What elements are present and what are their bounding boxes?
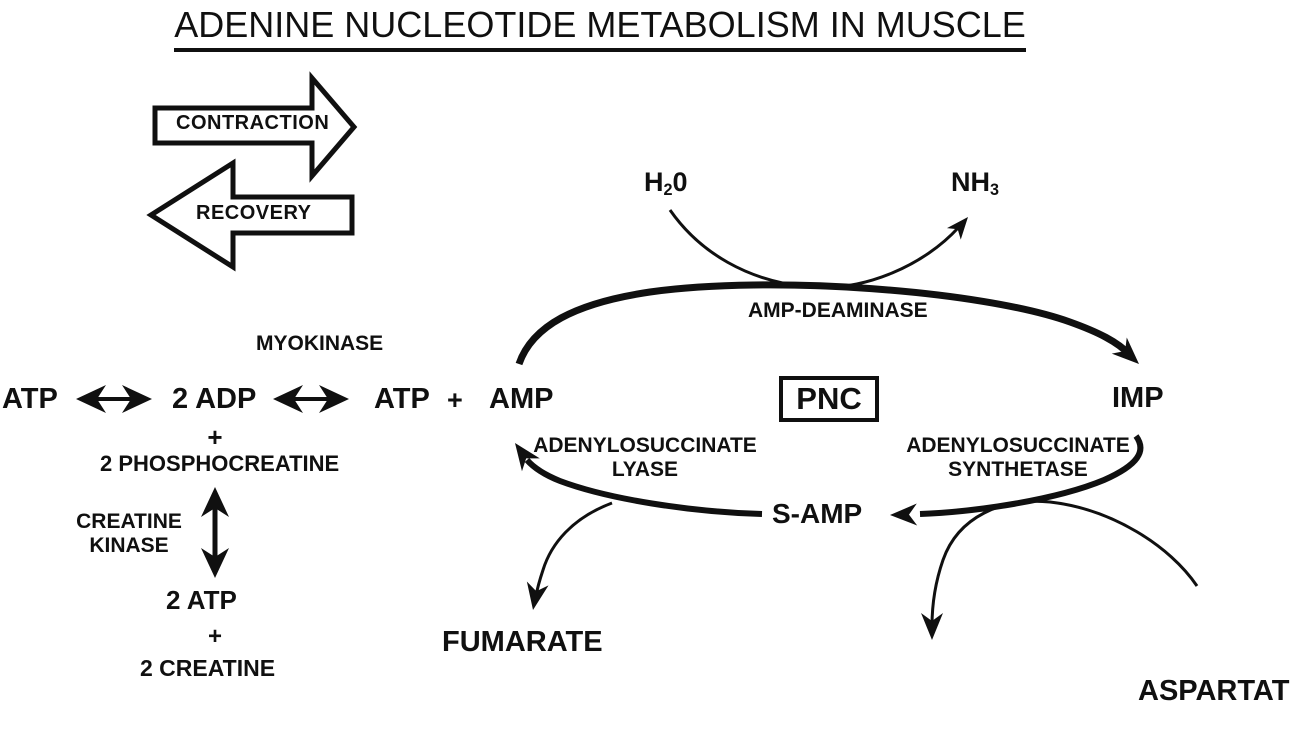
amp-label: AMP xyxy=(489,383,554,415)
aspartate-gdp-curve xyxy=(930,499,1199,627)
fumarate-curve xyxy=(534,501,613,597)
atp-left-label: ATP xyxy=(2,383,58,415)
page-title: ADENINE NUCLEOTIDE METABOLISM IN MUSCLE xyxy=(150,4,1050,52)
contraction-label: CONTRACTION xyxy=(176,112,330,134)
creatine-kinase-label: CREATINE KINASE xyxy=(76,510,182,558)
plus-sign: + xyxy=(447,385,463,415)
gdp-pi-label: GDP + Pi xyxy=(903,658,970,731)
phosphocreatine-label: 2 PHOSPHOCREATINE xyxy=(100,451,340,476)
fumarate-label: FUMARATE xyxy=(442,626,603,658)
equilibrium-arrow-1 xyxy=(76,385,152,413)
synthetase-label: ADENYLOSUCCINATE SYNTHETASE xyxy=(906,434,1130,481)
imp-to-samp-curve xyxy=(919,434,1144,517)
creatine-atp-label: 2 ATP xyxy=(166,585,237,615)
recovery-arrow-shape xyxy=(146,158,355,272)
equilibrium-arrow-2 xyxy=(273,385,349,413)
lyase-label: ADENYLOSUCCINATE LYASE xyxy=(533,434,757,481)
contraction-arrow-shape xyxy=(152,71,358,183)
water-ammonia-curve xyxy=(668,209,960,290)
imp-label: IMP xyxy=(1112,382,1164,414)
ammonia-label: NH3 xyxy=(951,167,1000,200)
aspartate-gtp-label: ASPARTAT + GTP xyxy=(1138,674,1290,707)
fumarate-arrowhead xyxy=(522,581,549,612)
amp-to-imp-arc xyxy=(515,281,1133,366)
plus-sign: + xyxy=(207,422,223,452)
plus-sign: + xyxy=(207,623,223,650)
creatine-kinase-arrow xyxy=(201,487,229,578)
pnc-box: PNC xyxy=(779,376,879,422)
samp-arrowhead xyxy=(889,503,918,526)
samp-label: S-AMP xyxy=(772,498,863,529)
recovery-label: RECOVERY xyxy=(196,202,312,224)
water-label: H20 xyxy=(644,167,688,200)
myokinase-label: MYOKINASE xyxy=(256,332,384,355)
amp-deaminase-label: AMP-DEAMINASE xyxy=(748,299,928,322)
adp-label: 2 ADP xyxy=(172,383,257,415)
atp-right-label: ATP xyxy=(374,383,430,415)
creatine-label: 2 CREATINE xyxy=(140,655,276,681)
samp-to-amp-curve xyxy=(524,457,763,517)
